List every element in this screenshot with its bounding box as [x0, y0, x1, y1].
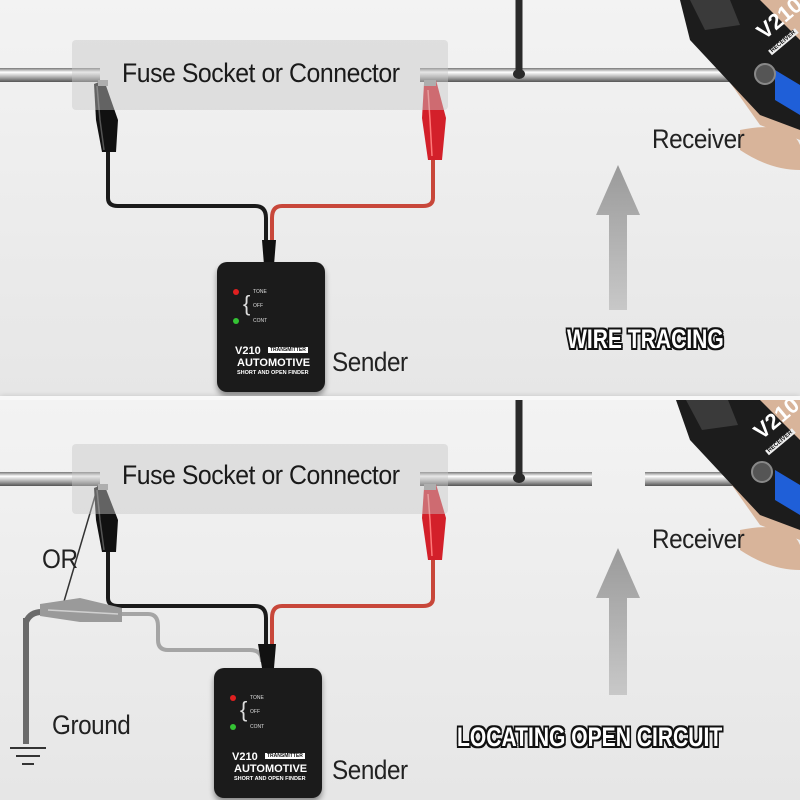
tone-led — [233, 289, 239, 295]
sender-label: Sender — [332, 755, 408, 785]
or-label: OR — [42, 544, 78, 574]
black-lead-wire — [106, 550, 268, 662]
cont-led — [233, 318, 239, 324]
main-cable-left — [0, 472, 100, 486]
mode-title-wire-tracing: WIRE TRACING — [567, 324, 724, 354]
fuse-socket-label: Fuse Socket or Connector — [122, 58, 400, 88]
main-cable-left — [0, 68, 100, 82]
signal-arrow — [596, 548, 640, 695]
fuse-socket-label: Fuse Socket or Connector — [122, 460, 400, 490]
sender-device: { TONE OFF CONT V210 TRANSMITTER AUTOMOT… — [217, 262, 325, 392]
cont-led — [230, 724, 236, 730]
sender-title: AUTOMOTIVE — [237, 357, 311, 369]
panel-wire-tracing: Fuse Socket or Connector Receiver Sender… — [0, 0, 800, 400]
sender-model: V210 — [235, 345, 261, 357]
gray-lead-wire — [120, 612, 264, 663]
receiver-probe-tip — [513, 473, 525, 483]
tone-label: TONE — [253, 289, 267, 295]
ground-wire-bend — [23, 609, 43, 624]
fuse-socket-area — [72, 40, 448, 110]
sender-subtitle: SHORT AND OPEN FINDER — [234, 776, 306, 782]
red-lead-wire — [270, 160, 435, 262]
cont-label: CONT — [253, 318, 268, 324]
tone-led — [230, 695, 236, 701]
receiver-probe-tip — [513, 69, 525, 79]
ground-label: Ground — [52, 710, 131, 740]
black-alligator-clip — [94, 484, 118, 552]
or-pointer-line — [59, 485, 99, 616]
red-alligator-clip — [422, 80, 446, 160]
receiver-label: Receiver — [652, 524, 745, 554]
sender-title: AUTOMOTIVE — [234, 763, 308, 775]
receiver-device — [676, 400, 800, 570]
main-cable-middle — [420, 472, 592, 486]
red-lead-wire — [270, 560, 435, 662]
off-label: OFF — [253, 303, 263, 309]
mode-title-open-circuit: LOCATING OPEN CIRCUIT — [457, 722, 723, 752]
cont-label: CONT — [250, 724, 265, 730]
open-circuit-artwork — [0, 400, 800, 765]
black-alligator-clip — [94, 80, 118, 152]
black-lead-wire — [106, 150, 268, 262]
ground-symbol — [10, 747, 46, 765]
off-label: OFF — [250, 709, 260, 715]
receiver-device — [680, 0, 800, 170]
led-brace: { — [240, 697, 248, 722]
signal-arrow — [596, 165, 640, 310]
sender-subtitle: SHORT AND OPEN FINDER — [237, 370, 309, 376]
lead-boot — [258, 644, 276, 668]
sender-tag: TRANSMITTER — [268, 347, 308, 353]
wire-tracing-artwork — [0, 0, 800, 310]
fuse-socket-area — [72, 444, 448, 514]
sender-label: Sender — [332, 347, 408, 377]
panel-open-circuit: Fuse Socket or Connector Receiver Sender… — [0, 400, 800, 800]
sender-tag: TRANSMITTER — [265, 753, 305, 759]
lead-boot — [262, 240, 276, 265]
led-brace: { — [243, 291, 251, 316]
tone-label: TONE — [250, 695, 264, 701]
red-alligator-clip — [422, 484, 446, 560]
sender-model: V210 — [232, 751, 258, 763]
gray-alligator-clip — [40, 598, 122, 622]
sender-device: { TONE OFF CONT V210 TRANSMITTER AUTOMOT… — [214, 668, 322, 798]
receiver-label: Receiver — [652, 124, 745, 154]
